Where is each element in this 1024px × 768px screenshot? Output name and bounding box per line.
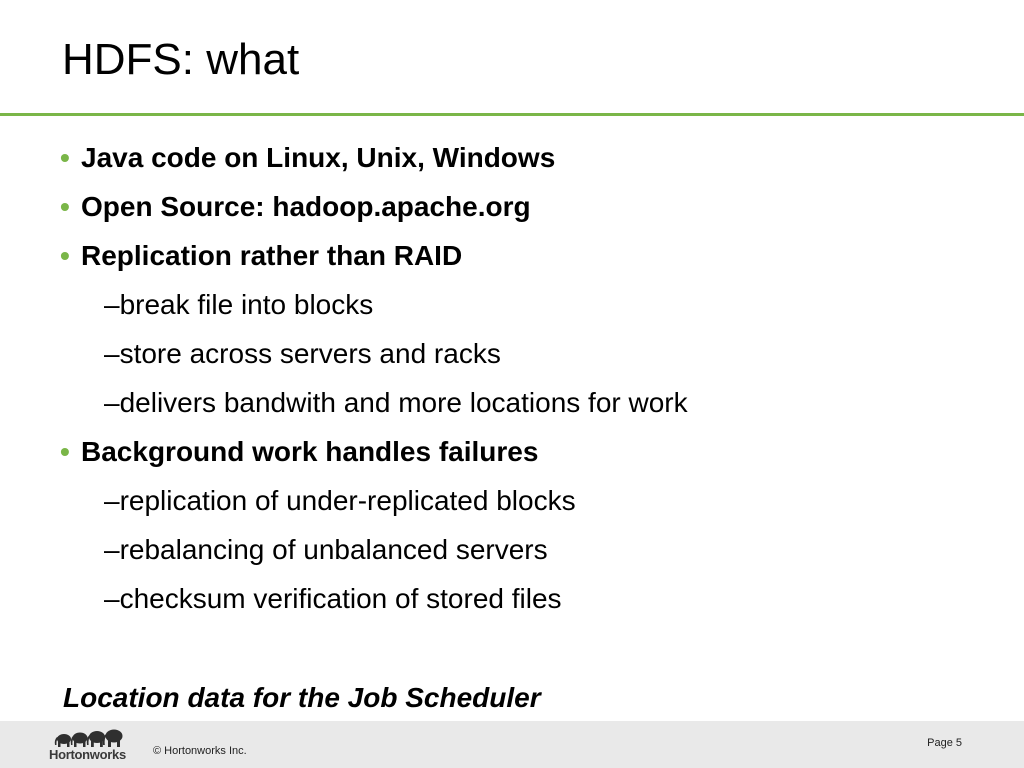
bullet-text: Replication rather than RAID <box>81 240 463 271</box>
bullet-text: Java code on Linux, Unix, Windows <box>81 142 556 173</box>
title-divider <box>0 113 1024 116</box>
footnote-text: Location data for the Job Scheduler <box>63 682 541 713</box>
sub-bullet-item: –store across servers and racks <box>104 338 501 369</box>
bullet-icon: • <box>60 436 70 467</box>
bullet-item: • Background work handles failures <box>60 427 538 476</box>
bullet-item: • Java code on Linux, Unix, Windows <box>60 133 555 182</box>
elephant-herd-icon <box>54 729 123 747</box>
page-number: Page 5 <box>927 737 962 749</box>
slide-footer: Hortonworks © Hortonworks Inc. Page 5 <box>0 721 1024 768</box>
sub-bullet-item: –checksum verification of stored files <box>104 583 562 614</box>
bullet-item: • Open Source: hadoop.apache.org <box>60 182 531 231</box>
bullet-item: • Replication rather than RAID <box>60 231 462 280</box>
bullet-text: Open Source: hadoop.apache.org <box>81 191 531 222</box>
sub-bullet-item: –replication of under-replicated blocks <box>104 485 576 516</box>
sub-bullet-item: –break file into blocks <box>104 289 374 320</box>
copyright-text: © Hortonworks Inc. <box>153 745 247 757</box>
hortonworks-logo: Hortonworks <box>46 727 134 765</box>
sub-bullet-item: –delivers bandwith and more locations fo… <box>104 387 688 418</box>
sub-bullet-item: –rebalancing of unbalanced servers <box>104 534 548 565</box>
bullet-icon: • <box>60 191 70 222</box>
bullet-text: Background work handles failures <box>81 436 539 467</box>
logo-text: Hortonworks <box>49 747 126 762</box>
bullet-icon: • <box>60 142 70 173</box>
bullet-icon: • <box>60 240 70 271</box>
slide-title: HDFS: what <box>62 35 300 84</box>
